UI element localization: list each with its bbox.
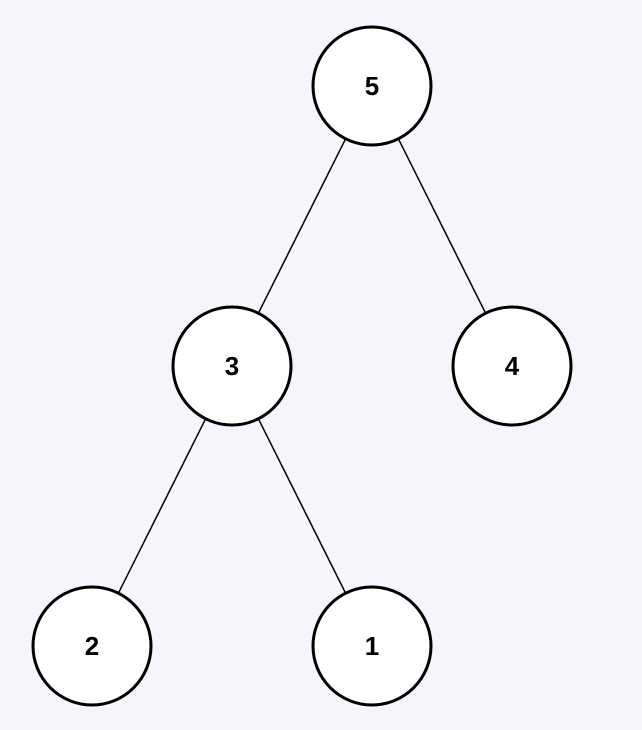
tree-node-n5: 5 [311, 25, 433, 147]
edge-n5-n4 [397, 138, 487, 314]
edge-n3-n2 [117, 418, 207, 594]
tree-node-n1: 1 [311, 585, 433, 707]
node-label: 3 [225, 351, 239, 381]
tree-node-n3: 3 [171, 305, 293, 427]
node-circle [31, 585, 153, 707]
node-label: 1 [365, 631, 379, 661]
edge-n5-n3 [257, 138, 347, 314]
nodes-layer: 5 3 4 2 1 [31, 25, 573, 707]
node-circle [311, 585, 433, 707]
tree-node-n2: 2 [31, 585, 153, 707]
node-circle [311, 25, 433, 147]
node-circle [451, 305, 573, 427]
node-label: 2 [85, 631, 99, 661]
node-label: 5 [365, 71, 379, 101]
node-label: 4 [505, 351, 520, 381]
edge-n3-n1 [257, 418, 347, 594]
tree-node-n4: 4 [451, 305, 573, 427]
node-circle [171, 305, 293, 427]
edges-layer [117, 138, 487, 594]
